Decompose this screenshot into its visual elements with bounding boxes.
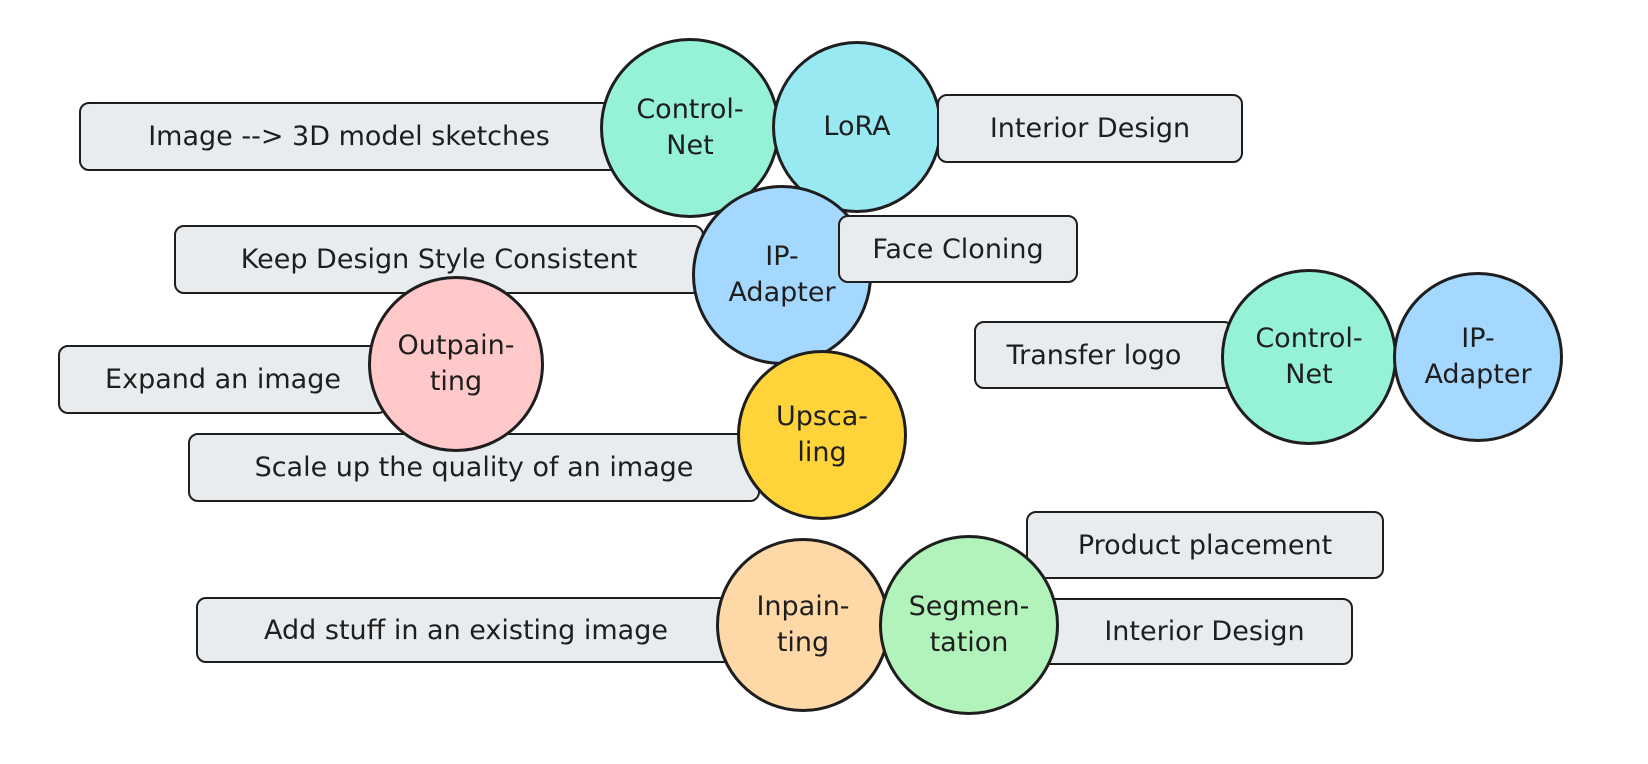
node-ip-adapter-2: IP- Adapter (1393, 272, 1563, 442)
node-segmentation: Segmen- tation (879, 535, 1059, 715)
node-text: Inpain- (756, 590, 850, 622)
node-lora: LoRA (772, 41, 942, 213)
label-interior-design-2: Interior Design (1040, 598, 1353, 665)
node-text: Outpain- (397, 329, 515, 361)
node-text: Upsca- (775, 400, 869, 432)
node-text: ling (797, 437, 847, 468)
node-text: tation (929, 627, 1009, 658)
node-text: IP- (1461, 322, 1495, 354)
node-text: Net (1285, 359, 1333, 390)
node-text: Control- (1255, 322, 1363, 354)
node-text: LoRA (823, 110, 891, 142)
node-text: ting (776, 627, 830, 658)
node-text: Adapter (1424, 359, 1532, 390)
node-text: IP- (765, 240, 799, 272)
node-text: Adapter (728, 277, 836, 308)
node-outpainting: Outpain- ting (368, 276, 544, 452)
label-add-stuff: Add stuff in an existing image (196, 597, 736, 663)
node-text: ting (429, 366, 483, 397)
label-face-cloning: Face Cloning (838, 215, 1078, 283)
node-controlnet-2: Control- Net (1221, 269, 1397, 445)
node-text: Net (666, 130, 714, 161)
node-inpainting: Inpain- ting (716, 538, 890, 712)
label-transfer-logo: Transfer logo (974, 321, 1234, 389)
label-image-to-3d: Image --> 3D model sketches (79, 102, 619, 171)
node-text: Segmen- (908, 590, 1030, 622)
node-text: Control- (636, 93, 744, 125)
node-upscaling: Upsca- ling (737, 350, 907, 520)
label-product-placement: Product placement (1026, 511, 1384, 579)
label-expand-image: Expand an image (58, 345, 388, 414)
label-interior-design-1: Interior Design (937, 94, 1243, 163)
node-controlnet-1: Control- Net (600, 38, 780, 218)
